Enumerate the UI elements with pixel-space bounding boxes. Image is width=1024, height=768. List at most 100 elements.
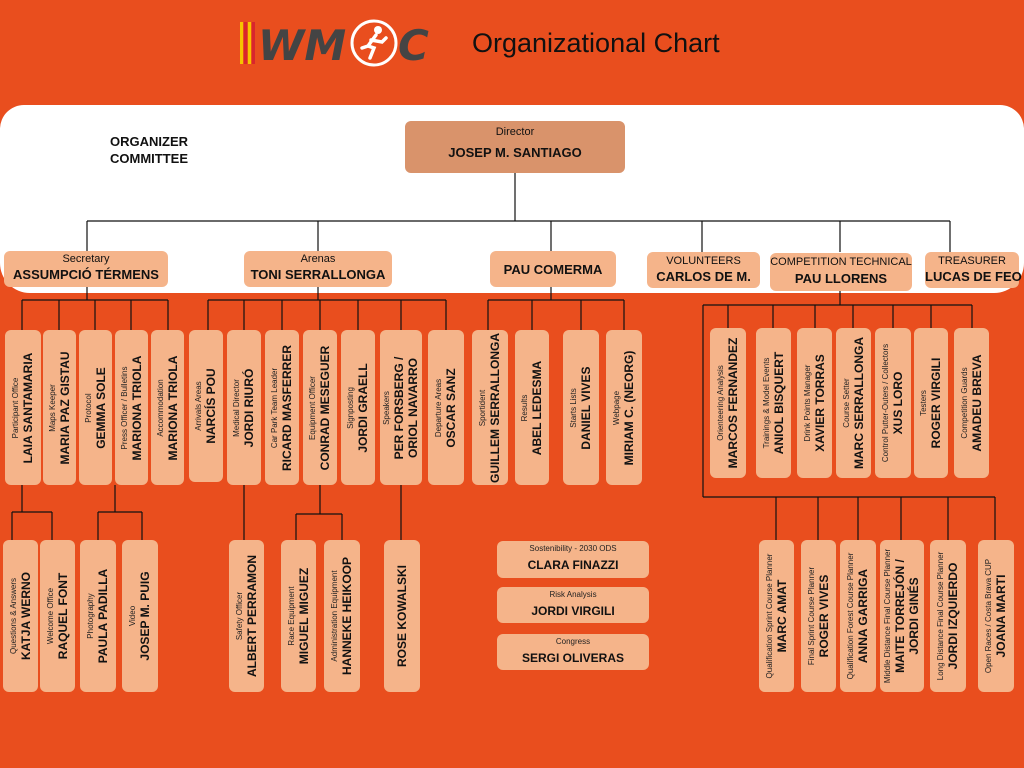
staff-name: MARIA PAZ GISTAU [57,350,72,465]
staff-role: Results [520,394,529,421]
sub-staff-card: ROSE KOWALSKI [384,540,420,692]
staff-name-second-line: ORIOL NAVARRO [406,357,420,458]
staff-name: CONRAD MESEGUER [318,345,332,470]
level1-role: VOLUNTEERS [666,255,741,267]
level1-box-volunteers: VOLUNTEERS CARLOS DE M. [647,252,760,288]
sub-staff-role: Final Sprint Course Planner [806,566,816,666]
staff-name: LAIA SANTAMARIA [21,352,35,463]
level1-role: TREASURER [938,255,1006,267]
misc-name: SERGI OLIVERAS [521,651,625,665]
staff-role: Competition Guards [959,367,969,439]
staff-name: DANIEL VIVES [579,365,593,450]
misc-role: Sostenibility - 2030 ODS [529,544,617,553]
staff-name: ABEL LEDESMA [530,360,544,455]
misc-role: Congress [555,637,591,646]
committee-line-2: COMMITTEE [110,151,188,166]
staff-name: MIRIAM C. (NEORG) [622,350,636,465]
staff-role: Signposting [346,386,355,429]
sub-staff-name: JOANA MARTI [994,574,1008,658]
sub-staff-role: Qualification Forest Course Planner [846,552,855,680]
director-box: Director JOSEP M. SANTIAGO [405,121,625,173]
staff-role: Medical Director [232,378,241,437]
misc-name: JORDI VIRGILI [531,604,615,618]
sub-staff-name: ALBERT PERRAMON [244,555,259,677]
sub-staff-name: MARC AMAT [774,579,789,653]
staff-role: Maps Keeper [47,383,57,432]
staff-role: Webpage [612,390,621,425]
staff-name: ROGER VIRGILI [929,357,943,449]
level1-name: PAU COMERMA [503,262,603,277]
staff-role: Orienteering Analysis [716,365,725,441]
level1-name: PAU LLORENS [794,271,888,286]
sub-staff-name: ANNA GARRIGA [856,568,870,664]
svg-text:C: C [398,21,429,68]
staff-name: MARC SERRALLONGA [851,337,866,469]
sub-staff-name: RAQUEL FONT [55,572,70,660]
sub-staff-role: Long Distance Final Course Planner [936,551,945,681]
staff-name: NARCÍS POU [204,368,218,444]
sub-staff-name: HANNEKE HEIKOOP [340,556,354,676]
staff-role: Accommodation [155,378,165,437]
sub-staff-role: Race Equipment [286,586,296,646]
sub-staff-role: Safety Officer [234,591,244,641]
sub-staff-name: PAULA PADILLA [96,568,110,664]
sub-staff-name: JORDI IZQUIERDO [946,562,960,670]
sub-staff-name: ROGER VIVES [816,574,831,658]
sub-staff-role: Qualification Sprint Course Planner [764,553,774,679]
staff-name: XUS LORO [891,371,905,435]
committee-line-1: ORGANIZER [110,134,188,149]
staff-role: Arrivals Areas [194,381,203,431]
misc-box-congress: Congress SERGI OLIVERAS [497,634,649,670]
staff-role: Speakers [382,390,391,425]
staff-name: JORDI RIURÓ [242,368,256,447]
staff-role: Equipment Officer [308,375,317,440]
sub-staff-name: ROSE KOWALSKI [395,564,409,668]
staff-name: XAVIER TORRAS [812,354,827,452]
level1-name: LUCAS DE FEO [925,269,1022,284]
chart-title: Organizational Chart [472,28,720,58]
sub-staff-name: JOSEP M. PUIG [138,571,152,661]
sub-staff-role: Photography [86,593,95,639]
staff-role: Drink Points Manager [802,364,812,442]
misc-role: Risk Analysis [549,590,597,599]
sub-staff-name-second-line: JORDI GINÉS [907,577,921,655]
staff-role: Participant Office [11,377,20,438]
sub-staff-role: Administration Equipment [330,570,339,662]
sub-staff-role: Open Races / Costa Brava CUP [984,558,993,674]
misc-box-sostenibility: Sostenibility - 2030 ODS CLARA FINAZZI [497,541,649,578]
staff-name: OSCAR SANZ [444,367,458,448]
level1-box-secretary: Secretary ASSUMPCIÓ TÉRMENS [4,251,168,287]
sub-staff-role: Welcome Office [45,587,55,645]
staff-role: Sportident [478,389,487,426]
level1-box-competition-technical: COMPETITION TECHNICAL PAU LLORENS [770,253,912,291]
level1-box-treasurer: TREASURER LUCAS DE FEO [925,252,1022,288]
sub-staff-name: MIGUEL MIGUEZ [296,567,311,665]
staff-role: Press Officer / Bulletins [119,366,129,450]
staff-role: Protocol [83,392,93,423]
level1-box-pau-comerma: PAU COMERMA [490,251,616,287]
